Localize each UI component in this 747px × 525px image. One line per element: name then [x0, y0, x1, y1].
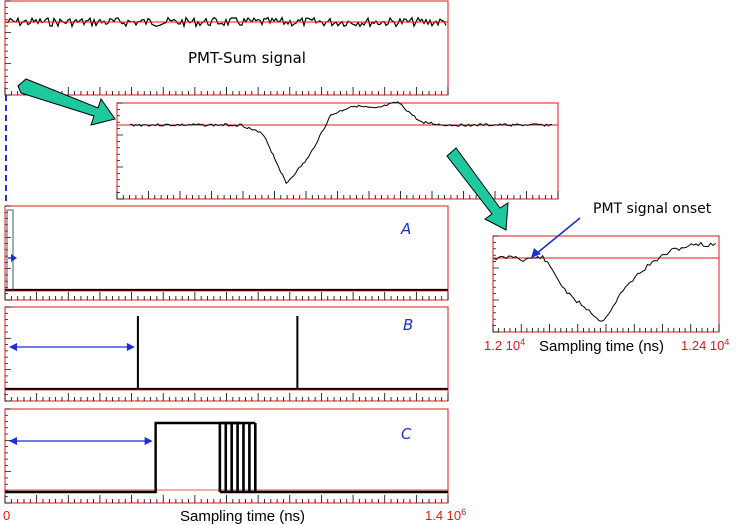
- panel-c-label: C: [401, 425, 412, 443]
- onset-annotation: PMT signal onset: [593, 201, 712, 217]
- panel-a-frame: [4, 205, 449, 301]
- panel-pmt-sum-trace: [5, 16, 448, 29]
- teal-arrow-left-shape: [17, 78, 116, 126]
- teal-arrow-right-shape: [446, 147, 509, 231]
- panel-c-arrow-head-right: [144, 437, 153, 445]
- panel-pmt-sum-frame: [4, 0, 449, 96]
- panel-b-arrow-head-left: [9, 343, 17, 351]
- panel-zoom-frame: [116, 102, 559, 200]
- x-max-label: 1.4 106: [425, 507, 466, 523]
- panel-c-gate: [5, 421, 241, 494]
- onset-arrow-line: [535, 217, 581, 255]
- onset-x-end-label: 1.24 104: [681, 337, 729, 353]
- panel-zoom: [116, 101, 559, 200]
- panel-b-ticks: [4, 306, 449, 402]
- panel-zoom-ticks: [116, 102, 559, 200]
- x-min-label: 0: [3, 508, 10, 523]
- x-axis-label: Sampling time (ns): [180, 508, 305, 525]
- panel-a-label: A: [400, 220, 411, 238]
- panel-b-pulses: [136, 316, 299, 389]
- panel-onset: PMT signal onset 1.2 104 1.24 104 Sampli…: [484, 201, 729, 355]
- panel-pmt-sum: PMT-Sum signal: [4, 0, 449, 96]
- panel-a-ticks: [4, 205, 449, 301]
- panel-c-burst: [218, 421, 448, 494]
- panel-b-arrow-head-right: [126, 343, 135, 351]
- teal-arrow-right: [446, 147, 509, 231]
- panel-b: B: [4, 306, 449, 402]
- panel-c-ticks: [4, 408, 449, 504]
- onset-xlabel: Sampling time (ns): [539, 338, 664, 355]
- panel-b-label: B: [403, 316, 413, 334]
- teal-arrow-left: [17, 78, 116, 126]
- panel-onset-trace: [493, 241, 716, 322]
- onset-x-start-label: 1.2 104: [484, 337, 525, 353]
- panel-c-arrow-head-left: [9, 437, 17, 445]
- panel-c: C: [4, 408, 449, 504]
- panel-a-gate: [6, 209, 14, 290]
- pmt-sum-label: PMT-Sum signal: [188, 49, 306, 67]
- panel-pmt-sum-ticks: [4, 0, 449, 96]
- panel-zoom-trace: [129, 101, 553, 185]
- panel-onset-ticks: [492, 235, 720, 333]
- panel-a: A: [4, 205, 449, 301]
- pmt-sum-noise: [5, 16, 447, 29]
- panel-a-arrow-head: [11, 254, 17, 262]
- panel-b-frame: [4, 306, 449, 402]
- onset-arrow-head: [531, 248, 541, 258]
